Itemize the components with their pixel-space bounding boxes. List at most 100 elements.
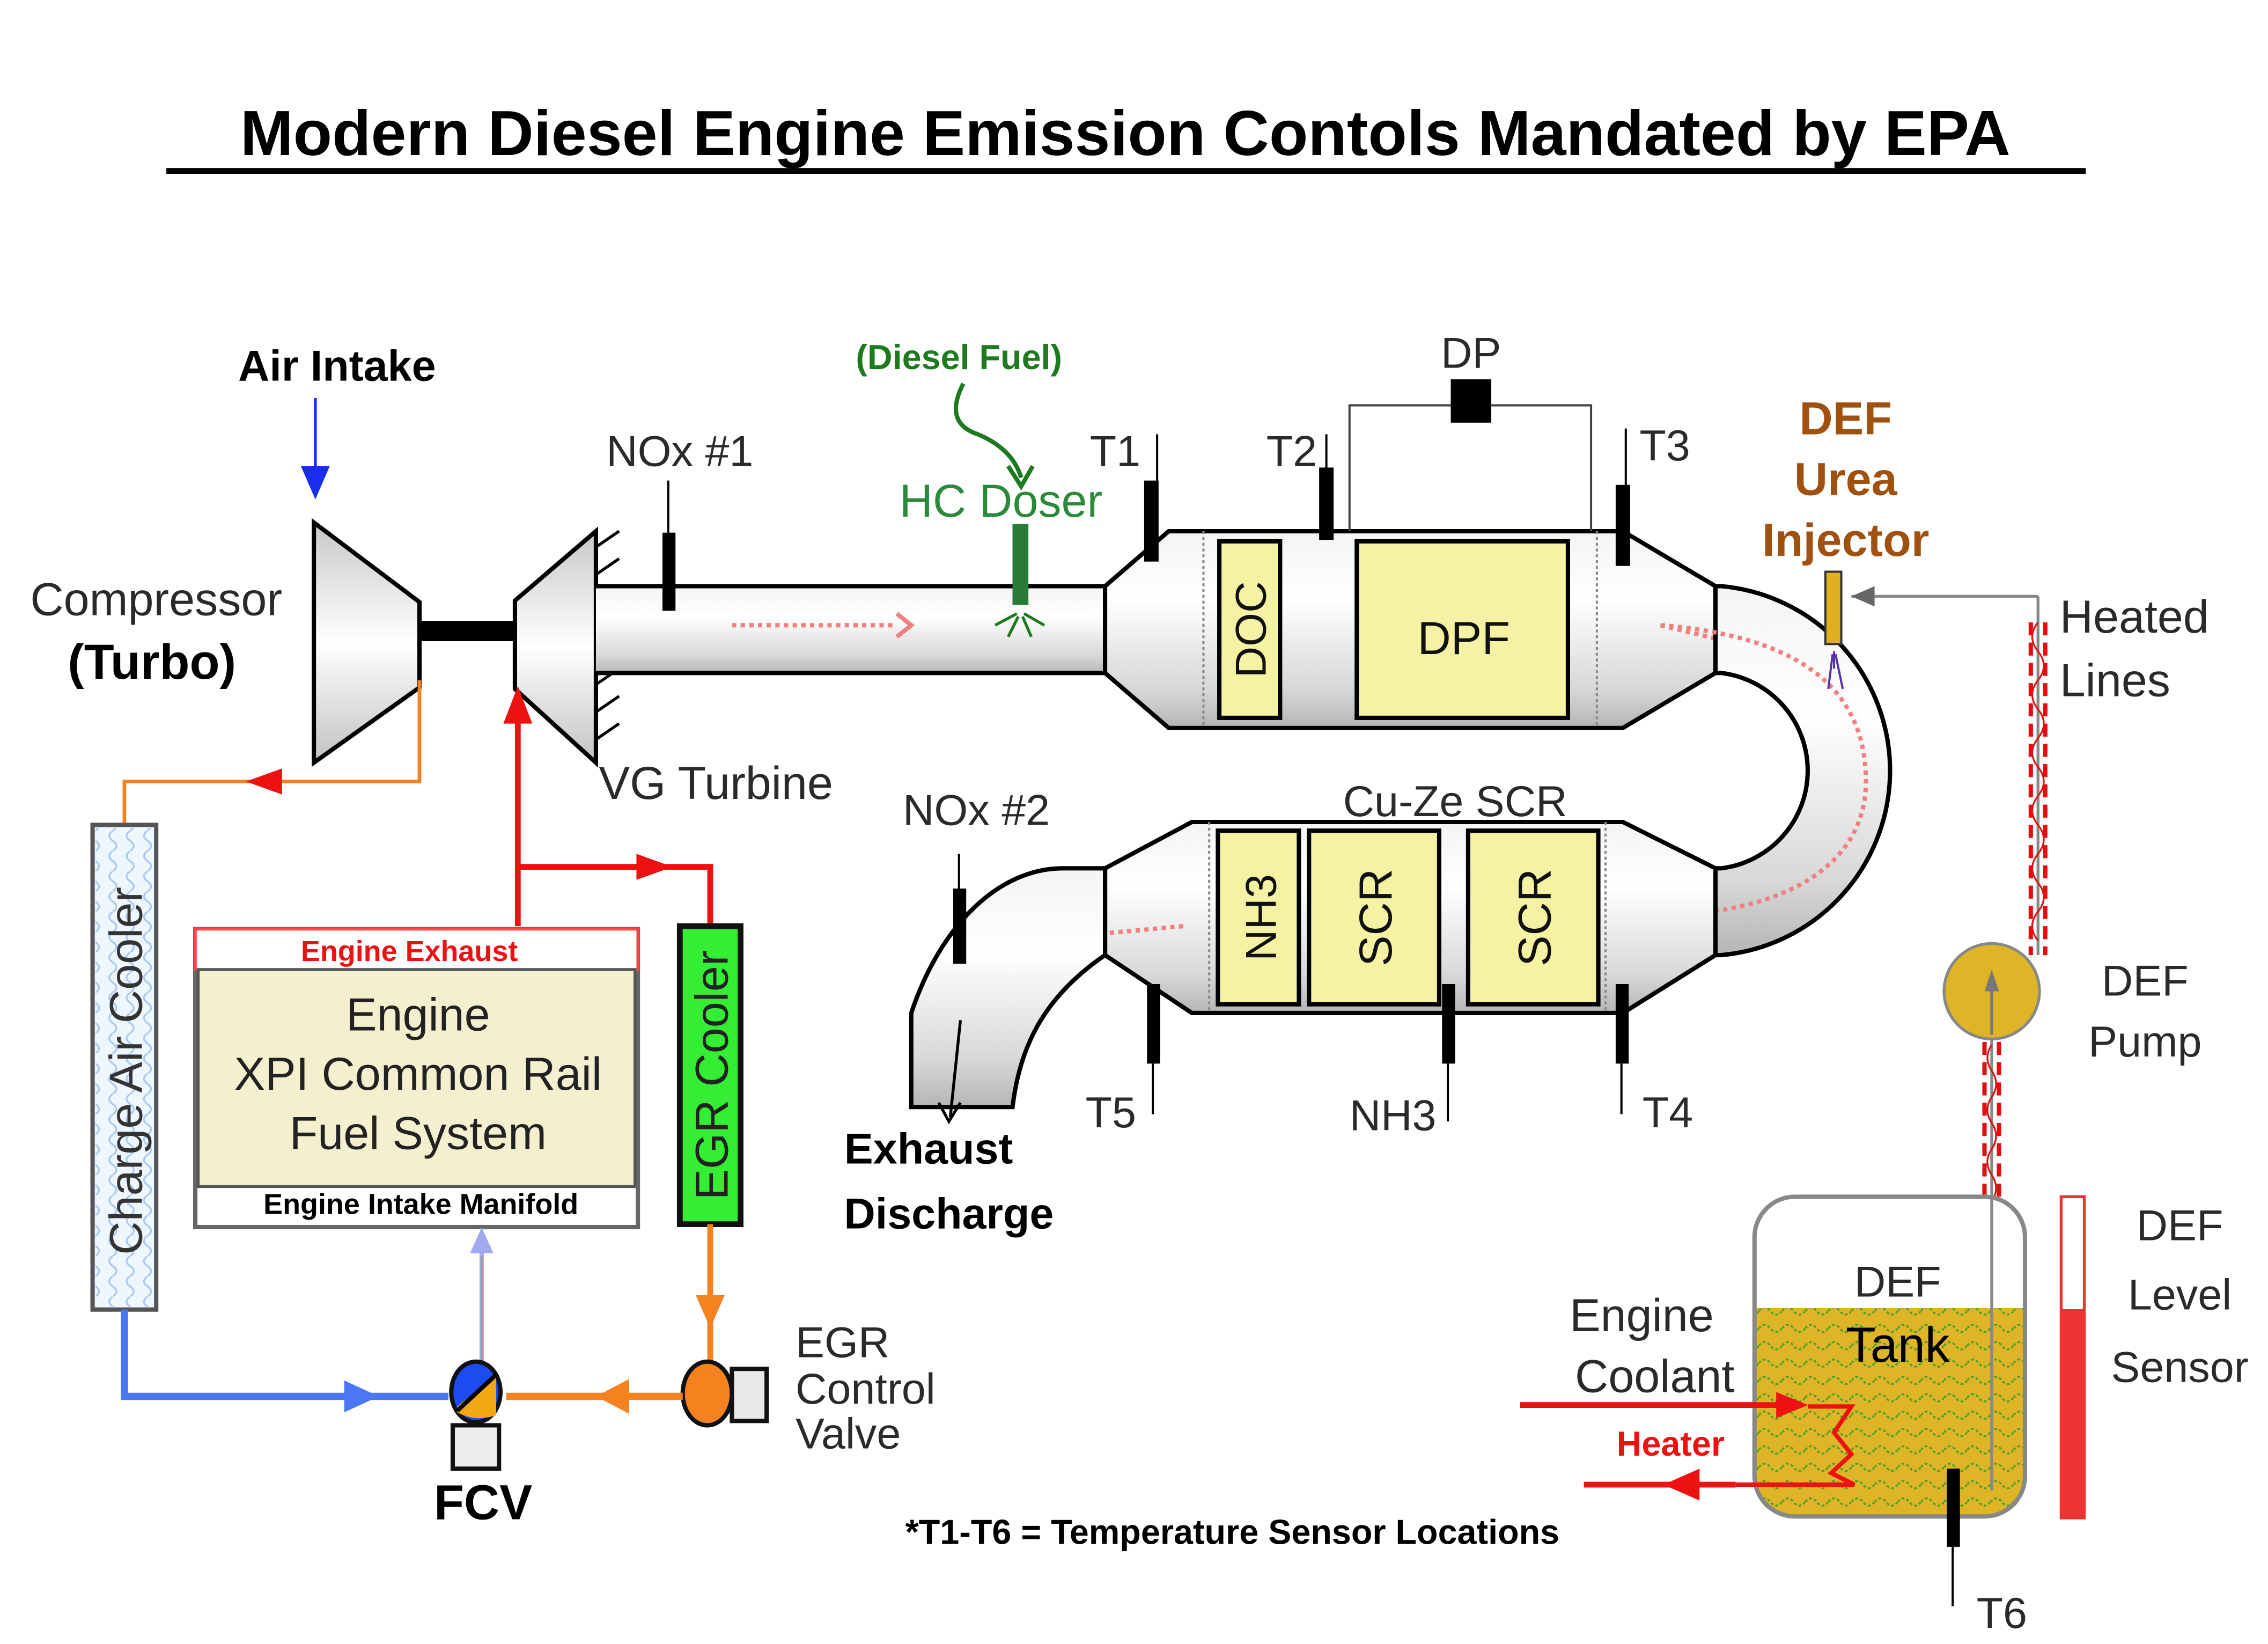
page-title: Modern Diesel Engine Emission Contols Ma… <box>166 98 2086 174</box>
exhaust-to-turbine-arrow-icon <box>503 686 533 724</box>
vg-turbine-label: VG Turbine <box>599 758 833 809</box>
def-pump-label-1: DEF <box>2102 957 2189 1006</box>
t2-sensor: T2 <box>1266 428 1334 540</box>
t1-label: T1 <box>1090 428 1140 476</box>
egr-valve-label-3: Valve <box>796 1410 901 1458</box>
nh3-catalyst-block <box>1216 828 1301 1007</box>
t5-sensor: T5 <box>1086 984 1160 1137</box>
exhaust-to-egr-arrow-icon <box>636 854 673 880</box>
def-urea-injector: DEF Urea Injector <box>1762 393 1929 689</box>
pump-arrow-icon <box>1984 970 1999 992</box>
discharge-arrow-head-icon <box>937 1102 962 1125</box>
egr-to-fcv-line <box>506 1379 683 1414</box>
hc-doser-label: HC Doser <box>900 475 1103 527</box>
scr-canister: NH3 SCR SCR Cu-Ze SCR <box>1043 777 1718 1015</box>
t4-label: T4 <box>1643 1089 1693 1137</box>
turbine-shape <box>512 526 598 768</box>
scr2-block <box>1466 828 1601 1007</box>
t4-sensor: T4 <box>1615 984 1693 1137</box>
charge-air-cooler-label: Charge Air Cooler <box>100 887 152 1255</box>
hc-doser: (Diesel Fuel) HC Doser <box>856 337 1103 638</box>
turbo-shaft <box>419 621 515 641</box>
engine-label-2: XPI Common Rail <box>234 1048 602 1100</box>
heater-coil <box>1735 1404 1855 1487</box>
engine-core <box>196 968 637 1188</box>
exhaust-discharge-label-2: Discharge <box>844 1190 1054 1238</box>
dp-sensor-body <box>1450 379 1492 423</box>
engine-coolant-label-2: Coolant <box>1575 1351 1734 1402</box>
def-supply-arrow-icon <box>1851 586 1875 607</box>
coolant-out-arrow-icon <box>1663 1469 1700 1501</box>
egr-cooler-label: EGR Cooler <box>686 950 738 1200</box>
lines-label: Lines <box>2060 655 2170 706</box>
def-pump-label-2: Pump <box>2088 1018 2201 1066</box>
scr1-block <box>1307 828 1441 1007</box>
nox1-sensor: NOx #1 <box>606 428 753 611</box>
air-intake-arrow-icon <box>300 466 330 500</box>
u-bend-pipe <box>1660 584 1893 958</box>
egr-control-valve[interactable]: EGR Control Valve <box>680 1319 936 1458</box>
flow-arrow-1-head-icon <box>895 612 915 639</box>
def-tank-label-1: DEF <box>1854 1258 1941 1306</box>
nh3-sensor: NH3 <box>1350 984 1455 1140</box>
def-tank: DEF Tank T6 <box>1752 1194 2028 1638</box>
t6-probe <box>1947 1469 1960 1547</box>
def-tank-outline <box>1752 1194 2028 1519</box>
nox2-probe <box>953 889 967 964</box>
def-level-label-2: Level <box>2128 1271 2232 1319</box>
exhaust-discharge-label-1: Exhaust <box>844 1125 1013 1173</box>
compressor-shape <box>312 518 422 767</box>
charge-air-cooler: Charge Air Cooler <box>90 823 159 1312</box>
intake-arrow-icon <box>470 1227 494 1253</box>
egr-cooler-body <box>676 923 743 1227</box>
engine-label-3: Fuel System <box>290 1107 547 1159</box>
egr-return-line <box>695 1224 725 1361</box>
cooled-air-arrow-icon <box>344 1380 379 1413</box>
doc-label: DOC <box>1227 582 1275 678</box>
hc-doser-injector <box>1012 524 1029 605</box>
cooled-air-line <box>121 1309 448 1413</box>
compressor-label: Compressor <box>30 574 282 625</box>
fcv-valve[interactable]: FCV <box>434 1359 532 1530</box>
compressed-air-line <box>122 680 422 825</box>
egr-valve-actuator <box>730 1367 769 1423</box>
urea-injector-body <box>1824 570 1843 645</box>
fuel-curve-arrow <box>953 383 1023 479</box>
heated-label: Heated <box>2060 591 2209 643</box>
dp-sensor: DP <box>1348 329 1593 532</box>
egr-valve-label-2: Control <box>796 1365 936 1413</box>
title-text: Modern Diesel Engine Emission Contols Ma… <box>240 98 2011 169</box>
discharge-arrow-line <box>948 1020 962 1118</box>
dpf-label: DPF <box>1418 613 1511 664</box>
vg-turbine: VG Turbine <box>512 526 833 809</box>
t6-label: T6 <box>1977 1589 2027 1638</box>
fcv-label: FCV <box>434 1476 532 1530</box>
engine-intake-manifold-label: Engine Intake Manifold <box>263 1188 578 1221</box>
nox1-probe <box>662 532 676 611</box>
engine-block: Engine Exhaust Engine XPI Common Rail Fu… <box>193 927 640 1230</box>
compressor: Compressor (Turbo) <box>30 518 422 767</box>
def-label: DEF <box>1799 393 1892 444</box>
doc-dpf-canister: DOC DPF <box>1103 529 1768 730</box>
scr2-label: SCR <box>1509 869 1561 966</box>
engine-exhaust-lines <box>503 686 713 927</box>
fuel-arrow-head-icon <box>1006 465 1035 491</box>
def-heated-lines: Heated Lines <box>1851 586 2209 956</box>
egr-left-arrow-icon <box>595 1379 629 1414</box>
def-level-label-3: Sensor <box>2111 1344 2248 1392</box>
heater-label: Heater <box>1617 1424 1725 1463</box>
nh3-sensor-label: NH3 <box>1350 1091 1437 1140</box>
t5-label: T5 <box>1086 1089 1136 1137</box>
t1-sensor: T1 <box>1090 428 1159 562</box>
flow-arrow-3 <box>1660 623 1868 917</box>
air-intake: Air Intake <box>238 342 436 500</box>
footnote: *T1-T6 = Temperature Sensor Locations <box>905 1513 1560 1552</box>
def-tank-label-2: Tank <box>1846 1318 1950 1373</box>
t3-sensor: T3 <box>1615 422 1690 566</box>
engine-exhaust-label: Engine Exhaust <box>301 935 518 967</box>
nox1-label: NOx #1 <box>606 428 753 476</box>
def-fluid-waves <box>1754 1308 2025 1517</box>
exhaust-outlet: NOx #2 Exhaust Discharge <box>844 786 1108 1238</box>
engine-label-1: Engine <box>346 989 490 1040</box>
